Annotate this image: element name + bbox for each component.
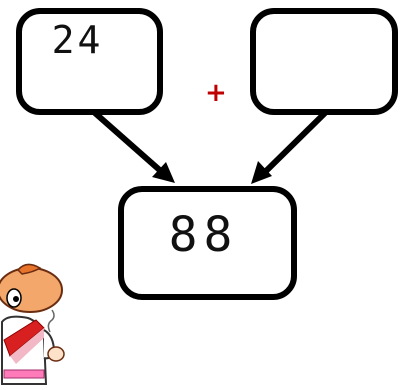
arrow-right-to-sum-icon	[251, 110, 328, 184]
sum-value: 88	[168, 207, 239, 263]
cartoon-character-icon	[0, 263, 65, 385]
plus-operator: +	[205, 78, 227, 108]
addend-box-right-empty[interactable]	[250, 8, 398, 115]
sum-box: 88	[118, 186, 297, 300]
arrow-left-to-sum-icon	[92, 110, 175, 183]
addend-box-left: 24	[16, 8, 163, 115]
addend-left-value: 24	[51, 17, 104, 62]
